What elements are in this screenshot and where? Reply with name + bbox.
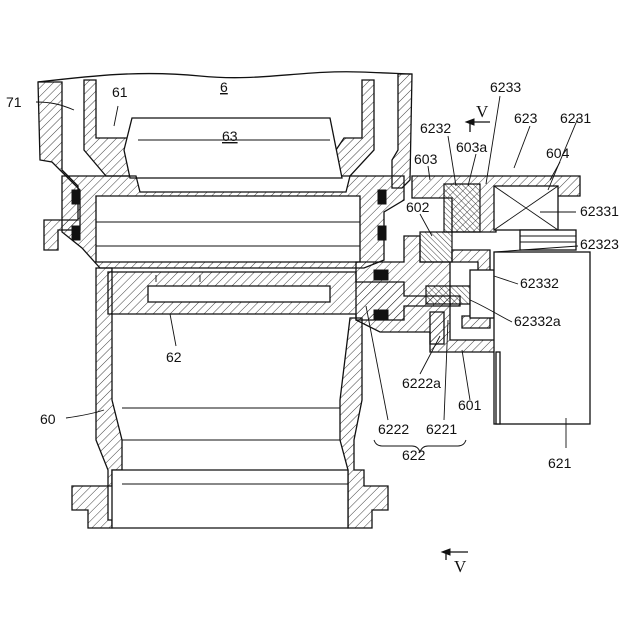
part-6232 bbox=[444, 184, 480, 232]
label-602: 602 bbox=[406, 199, 430, 215]
seal-left-top bbox=[72, 190, 80, 204]
leader-62 bbox=[170, 314, 176, 346]
leader-601 bbox=[462, 350, 470, 400]
label-60: 60 bbox=[40, 411, 56, 427]
label-623: 623 bbox=[514, 110, 538, 126]
section-letter-top: V bbox=[476, 102, 489, 121]
label-61: 61 bbox=[112, 84, 128, 100]
part-6222-stem bbox=[430, 312, 444, 344]
label-62323: 62323 bbox=[580, 236, 619, 252]
label-71: 71 bbox=[6, 94, 22, 110]
section-letter-bottom: V bbox=[454, 557, 467, 576]
section-marker-bottom: V bbox=[442, 549, 468, 576]
bore bbox=[96, 196, 360, 262]
part-62332 bbox=[470, 270, 494, 318]
section-marker-top: V bbox=[466, 102, 490, 132]
label-601: 601 bbox=[458, 397, 482, 413]
seal-right-top bbox=[378, 190, 386, 204]
part-6222a bbox=[426, 286, 470, 304]
label-603: 603 bbox=[414, 151, 438, 167]
part-63 bbox=[124, 118, 342, 178]
label-6222: 6222 bbox=[378, 421, 409, 437]
label-6232: 6232 bbox=[420, 120, 451, 136]
part-602 bbox=[420, 232, 452, 262]
label-6222a: 6222a bbox=[402, 375, 441, 391]
label-62331: 62331 bbox=[580, 203, 619, 219]
shaft-62-bore bbox=[148, 286, 330, 302]
label-6: 6 bbox=[220, 79, 228, 95]
label-62332: 62332 bbox=[520, 275, 559, 291]
label-604: 604 bbox=[546, 145, 570, 161]
label-622: 622 bbox=[402, 447, 426, 463]
label-62332a: 62332a bbox=[514, 313, 561, 329]
body-60-bottom-opening bbox=[112, 470, 348, 528]
leader-623 bbox=[514, 126, 530, 168]
label-6221: 6221 bbox=[426, 421, 457, 437]
motor-621-edge bbox=[496, 352, 500, 424]
label-62: 62 bbox=[166, 349, 182, 365]
seal-left-bottom bbox=[72, 226, 80, 240]
label-6231: 6231 bbox=[560, 110, 591, 126]
label-6233: 6233 bbox=[490, 79, 521, 95]
housing-71-right bbox=[392, 74, 412, 188]
leader-61 bbox=[114, 106, 118, 126]
label-63: 63 bbox=[222, 128, 238, 144]
seal-right-bottom bbox=[378, 226, 386, 240]
label-603a: 603a bbox=[456, 139, 487, 155]
label-621: 621 bbox=[548, 455, 572, 471]
